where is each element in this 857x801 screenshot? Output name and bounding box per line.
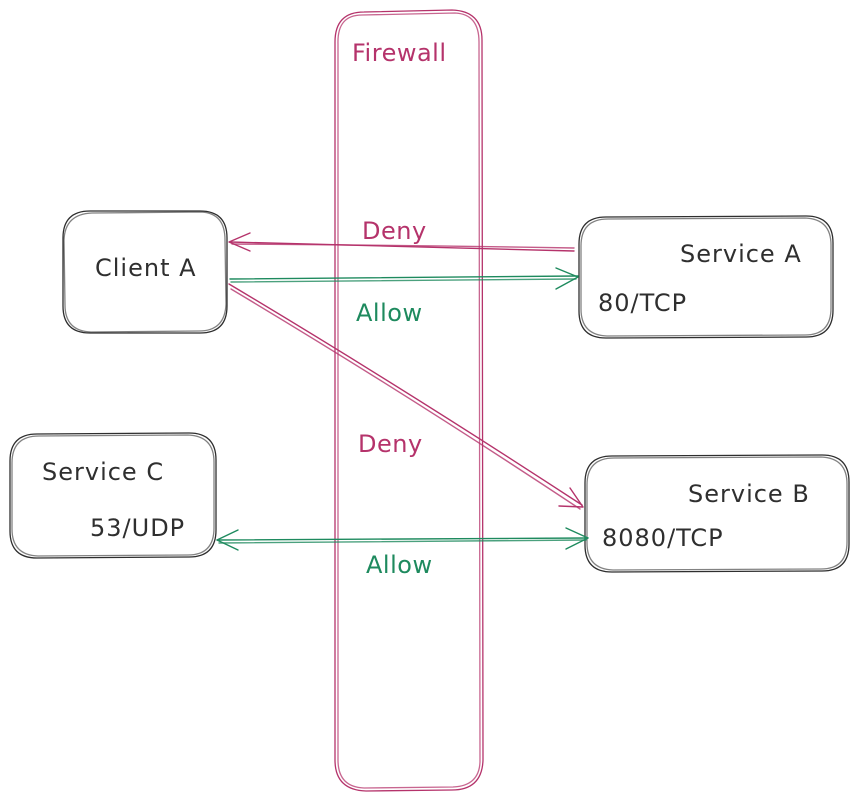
edge-line-sketch: [231, 243, 575, 249]
firewall-boundary-sketch: [337, 12, 481, 789]
edge-label-allow: Allow: [356, 299, 423, 327]
service-c-box: [9, 432, 217, 559]
arrowhead-diagonal-icon: [558, 487, 584, 508]
service-a-box-sketch: [580, 217, 832, 337]
edge-client-a-to-service-a: Allow: [229, 267, 579, 327]
client-a-box-sketch: [63, 211, 227, 333]
edge-line: [229, 241, 575, 252]
firewall-label: Firewall: [352, 39, 447, 67]
service-b-box: [584, 454, 850, 573]
edge-label-allow: Allow: [366, 551, 433, 579]
node-service-b: Service B 8080/TCP: [584, 454, 850, 573]
service-b-port: 8080/TCP: [602, 524, 724, 552]
edge-service-a-to-client-a: Deny: [228, 217, 575, 252]
service-a-title: Service A: [680, 240, 802, 268]
node-service-c: Service C 53/UDP: [9, 432, 217, 559]
service-a-box: [578, 215, 834, 339]
firewall-boundary: [334, 9, 484, 792]
edge-service-c-service-b: Allow: [216, 527, 589, 579]
edge-label-deny: Deny: [358, 430, 423, 458]
arrowhead-left-icon: [228, 232, 251, 252]
edge-line: [228, 283, 583, 506]
edge-line-sketch: [218, 539, 587, 544]
edge-line-sketch: [230, 288, 581, 510]
edge-line: [229, 275, 579, 280]
client-a-title: Client A: [95, 254, 197, 282]
node-client-a: Client A: [62, 210, 228, 334]
service-c-port: 53/UDP: [90, 514, 185, 542]
edge-client-a-to-service-b: Deny: [228, 283, 584, 510]
client-a-box: [62, 210, 228, 334]
service-b-box-sketch: [586, 456, 848, 571]
service-c-box-sketch: [11, 434, 215, 557]
node-service-a: Service A 80/TCP: [578, 215, 834, 339]
arrowhead-right-icon: [565, 527, 589, 550]
firewall: Firewall: [334, 9, 484, 792]
service-b-title: Service B: [688, 480, 810, 508]
arrowhead-right-icon: [555, 267, 579, 290]
edge-line: [216, 537, 589, 541]
service-c-title: Service C: [42, 458, 164, 486]
edge-label-deny: Deny: [362, 217, 427, 245]
service-a-port: 80/TCP: [598, 289, 687, 317]
arrowhead-left-icon: [216, 529, 239, 551]
edge-line-sketch: [230, 278, 577, 283]
